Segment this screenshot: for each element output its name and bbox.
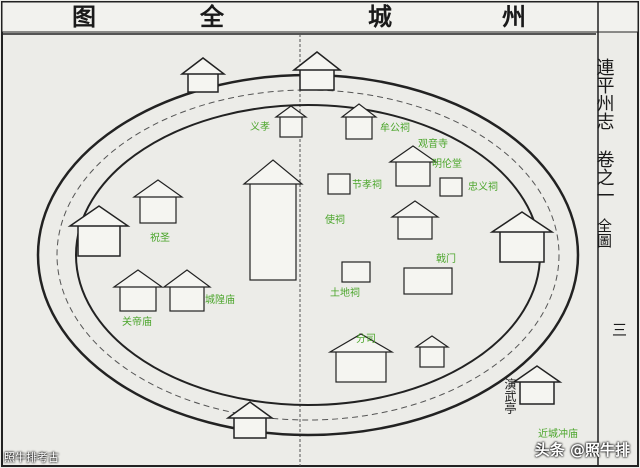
label-yi-li: 义孝 xyxy=(250,121,270,133)
title-char-3: 城 xyxy=(368,2,392,31)
page-number: 三 xyxy=(612,321,627,339)
watermark-right: 头条 @照牛排 xyxy=(534,441,630,459)
watermark-left: 照牛排考古 xyxy=(4,451,59,464)
building-jie-xiao-ci xyxy=(327,173,351,195)
title-char-2: 全 xyxy=(199,2,225,31)
label-zhong-yi-ci: 忠义祠 xyxy=(468,180,498,193)
book-title-char-1: 連平州志 xyxy=(594,58,615,130)
label-niu-gong-ci: 牟公祠 xyxy=(380,121,410,134)
gate-tower-northwest xyxy=(179,57,227,93)
gate-tower-north xyxy=(291,51,343,91)
building-ming-lun-tang xyxy=(388,145,438,187)
title-char-1: 图 xyxy=(72,2,96,31)
label-jin-cheng-chong-miao: 近城冲庙 xyxy=(538,427,578,440)
gate-tower-southeast xyxy=(511,365,563,405)
side-column: 連平州志 卷之一 全圖 三 xyxy=(594,58,628,339)
label-tu-di-ci: 土地祠 xyxy=(330,286,360,299)
building-east-cluster xyxy=(403,267,453,295)
building-central-hall xyxy=(242,159,304,281)
label-jie-xiao-ci: 节孝祠 xyxy=(352,178,382,191)
building-xi-men xyxy=(390,200,440,240)
building-fen-si xyxy=(327,333,395,383)
label-cheng-huang-miao: 城隍庙 xyxy=(205,293,235,306)
label-xi-men: 戟门 xyxy=(436,252,456,265)
building-tu-di-ci xyxy=(341,261,371,283)
label-ming-lun-tang: 明伦堂 xyxy=(432,157,462,170)
label-fen-si: 分司 xyxy=(356,333,376,345)
building-guan-di-miao xyxy=(112,269,164,312)
gate-tower-south xyxy=(225,401,275,439)
interior-buildings xyxy=(112,103,463,383)
yanwu-ting-inscription: 演武亭 xyxy=(503,377,517,414)
label-zhu-sheng: 祝圣 xyxy=(150,231,170,244)
gate-tower-west xyxy=(67,205,131,257)
gate-towers xyxy=(67,51,563,439)
building-zhong-yi-ci xyxy=(439,177,463,197)
building-cheng-huang-miao xyxy=(162,269,212,312)
label-guan-di-miao: 关帝庙 xyxy=(122,315,152,328)
volume-label: 卷之一 xyxy=(594,150,615,204)
gate-tower-east xyxy=(489,211,555,263)
title-char-4: 州 xyxy=(502,2,526,31)
building-zhu-sheng xyxy=(132,179,184,224)
section-label: 全圖 xyxy=(595,217,613,248)
label-guan-ci: 观音寺 xyxy=(418,137,448,150)
building-yanwu-ting xyxy=(414,335,450,368)
building-niu-gong-ci xyxy=(340,103,378,140)
label-shi-ci: 使祠 xyxy=(325,213,345,226)
title-band xyxy=(1,1,639,33)
building-yi-li xyxy=(274,105,308,138)
annotation-labels: 义孝 牟公祠 观音寺 明伦堂 节孝祠 忠义祠 使祠 戟门 祝圣 关帝庙 城隍庙 … xyxy=(122,121,578,440)
